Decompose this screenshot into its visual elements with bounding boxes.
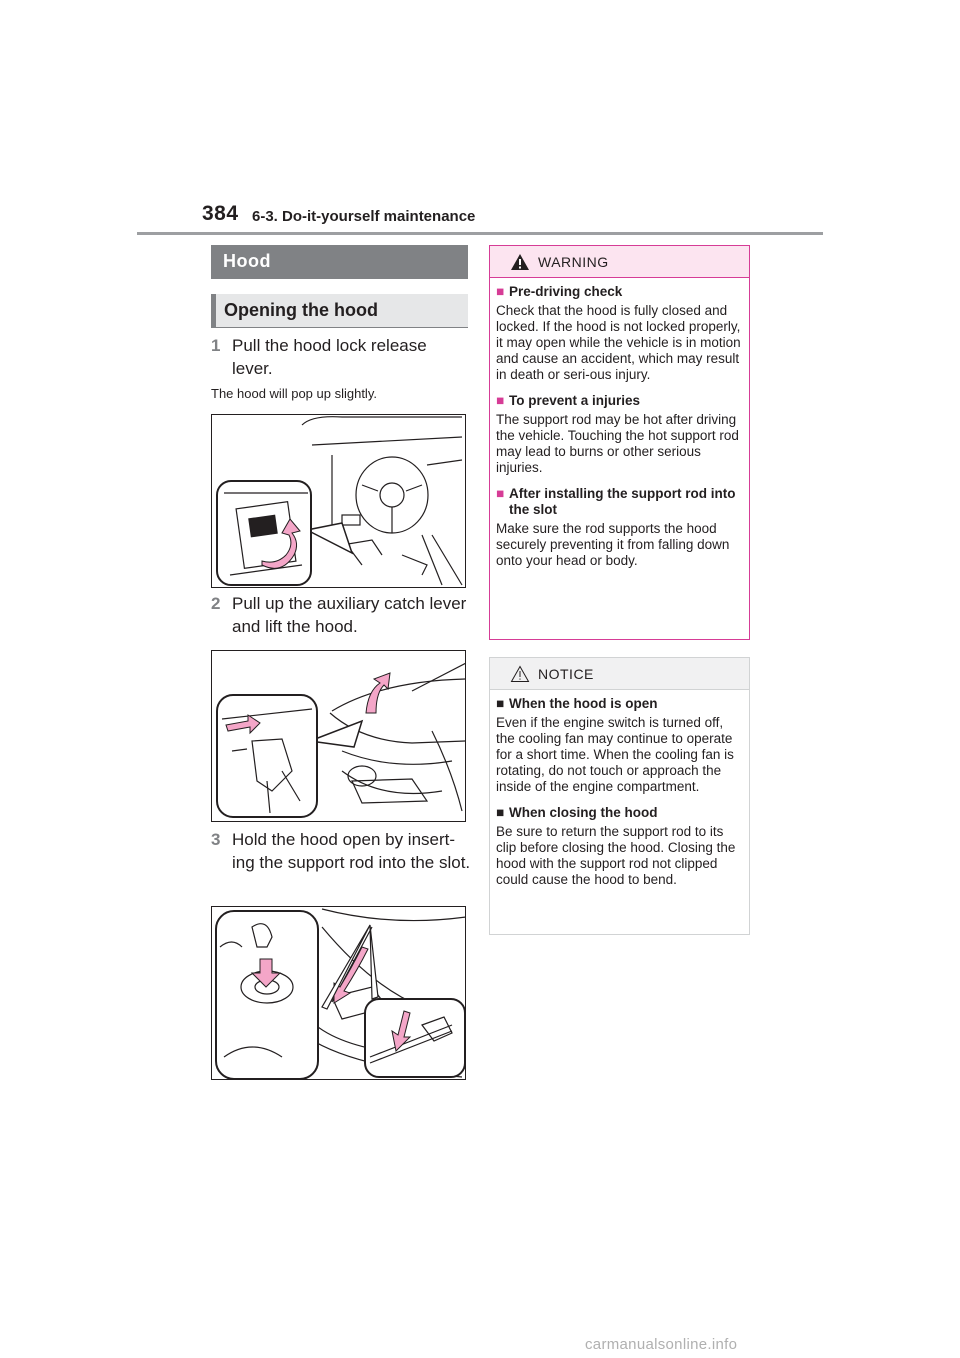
square-bullet-icon: ■ — [496, 284, 505, 299]
step-number: 2 — [211, 594, 221, 613]
hood-heading: Hood — [211, 245, 468, 279]
step-1: 1 Pull the hood lock release lever. — [211, 334, 471, 380]
step-number: 3 — [211, 830, 221, 849]
warning-item-title: ■ To prevent a injuries — [496, 393, 743, 409]
opening-the-hood-heading: Opening the hood — [211, 294, 468, 328]
notice-label: NOTICE — [538, 666, 594, 682]
auxiliary-catch-illustration — [216, 662, 465, 818]
notice-item-title-text: When closing the hood — [509, 805, 658, 820]
step-text: Hold the hood open by insert-ing the sup… — [232, 830, 471, 872]
header-rule — [137, 232, 823, 235]
notice-header: NOTICE — [490, 658, 749, 690]
hood-release-illustration — [216, 416, 463, 586]
step-2: 2 Pull up the auxiliary catch lever and … — [211, 592, 471, 638]
figure-auxiliary-catch-lever — [211, 650, 466, 822]
warning-body: ■ Pre-driving check Check that the hood i… — [490, 278, 749, 569]
warning-box: WARNING ■ Pre-driving check Check that th… — [489, 245, 750, 640]
square-bullet-icon: ■ — [496, 696, 505, 711]
step-text: Pull the hood lock release lever. — [232, 336, 427, 378]
warning-label: WARNING — [538, 254, 609, 270]
step-text: Pull up the auxiliary catch lever and li… — [232, 594, 467, 636]
warning-item-body: Make sure the rod supports the hood secu… — [496, 521, 730, 568]
square-bullet-icon: ■ — [496, 805, 505, 820]
notice-item-body: Even if the engine switch is turned off,… — [496, 715, 734, 794]
step-1-note: The hood will pop up slightly. — [211, 386, 377, 401]
warning-item-body: Check that the hood is fully closed and … — [496, 303, 741, 382]
warning-triangle-icon — [511, 254, 529, 270]
figure-hood-release-lever — [211, 414, 466, 588]
warning-item-title-text: Pre-driving check — [509, 284, 623, 299]
notice-item-body: Be sure to return the support rod to its… — [496, 824, 736, 887]
figure-support-rod — [211, 906, 466, 1080]
watermark: carmanualsonline.info — [585, 1336, 738, 1353]
support-rod-illustration — [215, 908, 465, 1079]
warning-item-title-text: To prevent a injuries — [509, 393, 641, 408]
step-number: 1 — [211, 336, 221, 355]
notice-body: ■ When the hood is open Even if the engin… — [490, 690, 749, 888]
notice-box: NOTICE ■ When the hood is open Even if th… — [489, 657, 750, 935]
notice-triangle-icon — [510, 665, 530, 682]
warning-item-body: The support rod may be hot after driving… — [496, 412, 739, 475]
warning-item-title: ■ After installing the support rod into t… — [496, 486, 743, 518]
square-bullet-icon: ■ — [496, 486, 505, 501]
page-number: 384 — [202, 202, 239, 225]
step-3: 3 Hold the hood open by insert-ing the s… — [211, 828, 471, 874]
notice-item-title: ■ When closing the hood — [496, 805, 743, 821]
square-bullet-icon: ■ — [496, 393, 505, 408]
notice-item-title-text: When the hood is open — [509, 696, 658, 711]
warning-header: WARNING — [490, 246, 749, 278]
warning-item-title-text: After installing the support rod into th… — [509, 486, 736, 517]
section-title: 6-3. Do-it-yourself maintenance — [252, 208, 476, 225]
notice-item-title: ■ When the hood is open — [496, 696, 743, 712]
warning-item-title: ■ Pre-driving check — [496, 284, 743, 300]
